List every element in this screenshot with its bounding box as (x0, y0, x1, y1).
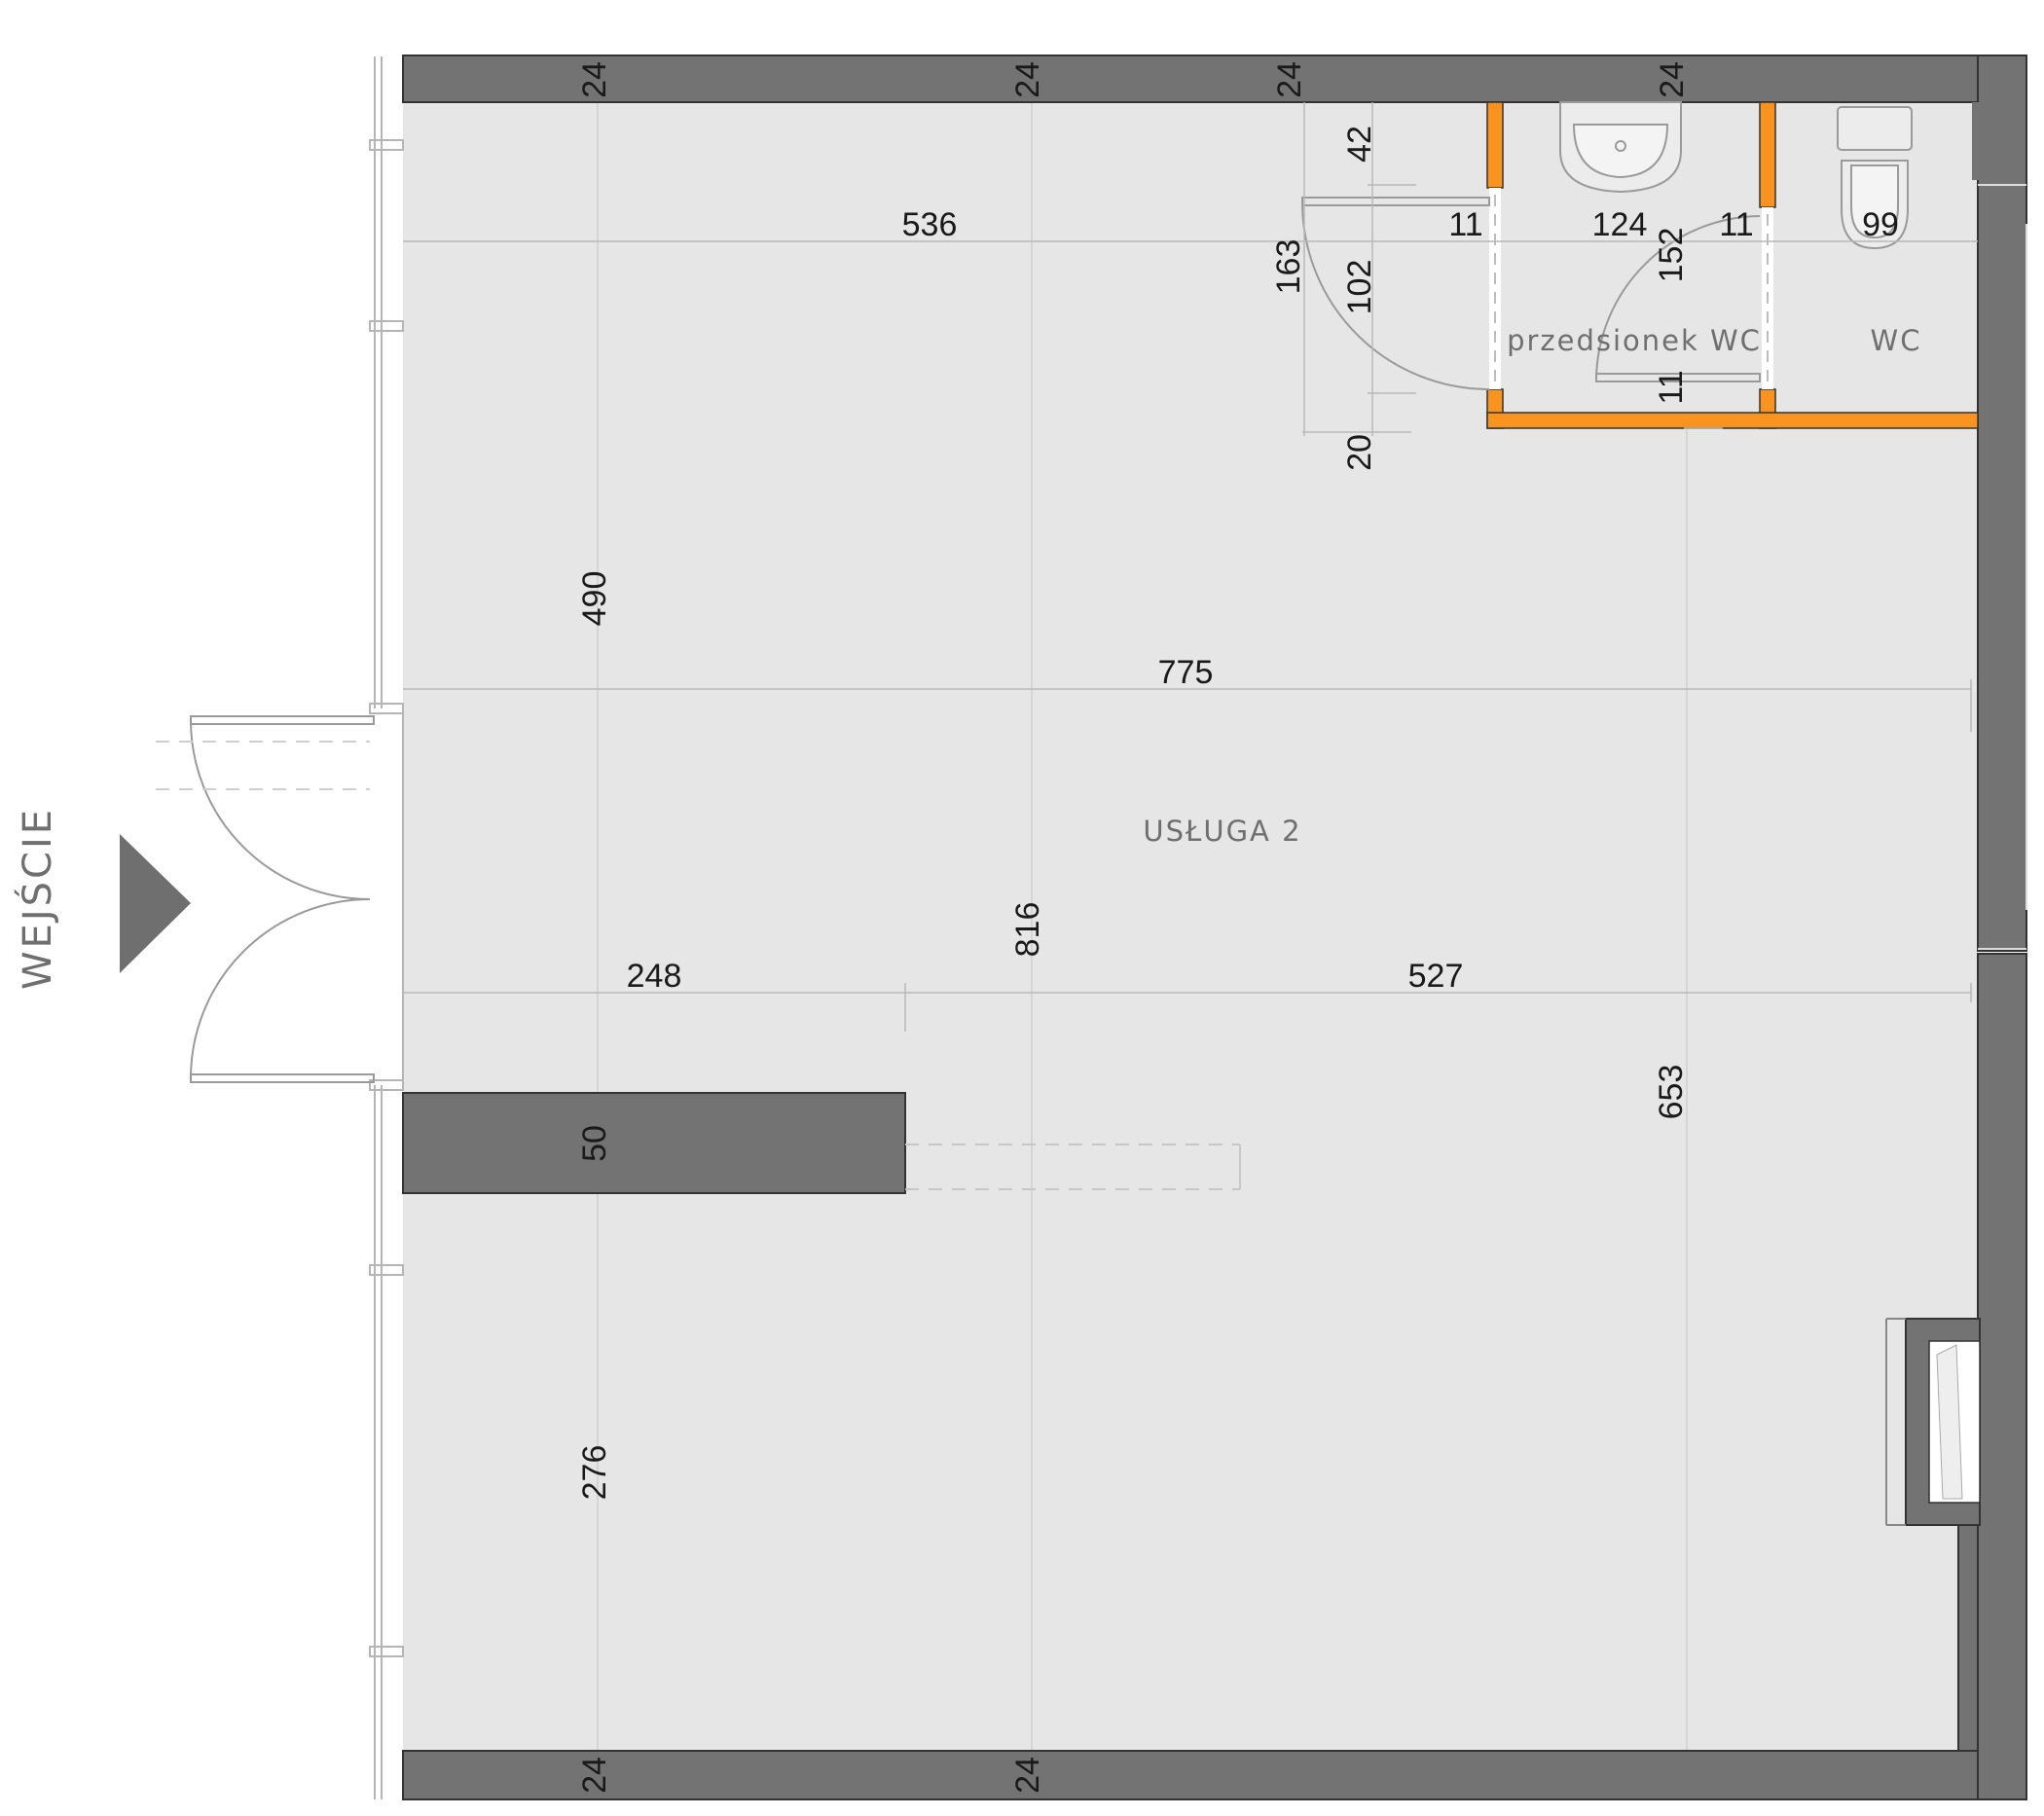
entrance-door-arc-bottom (190, 898, 371, 1079)
wc-door-openings (1489, 188, 1773, 389)
wc-doors (1301, 197, 1761, 390)
shaft-niche (1885, 1318, 1981, 1526)
dim-top-wall-2: 24 (1009, 61, 1046, 98)
partition-wall (402, 1092, 906, 1194)
dim-upper-span: 536 (902, 206, 958, 243)
dim-left-span: 248 (627, 958, 682, 995)
partition-bottom (1486, 412, 1979, 429)
dim-vestibule-depth: 152 (1653, 228, 1690, 283)
washbasin (1559, 101, 1682, 194)
bottom-wall (402, 1750, 1979, 1800)
wall-stub (1972, 102, 1980, 180)
dim-bottom-wall-1: 24 (576, 1757, 613, 1794)
right-wall-upper (1977, 54, 2027, 952)
room-label-main: USŁUGA 2 (1143, 815, 1301, 848)
dim-partition-thickness: 50 (576, 1125, 613, 1162)
counter-outline (905, 1144, 1240, 1190)
dim-wall-middle: 11 (1719, 206, 1753, 243)
right-wall-lower (1977, 953, 2027, 1800)
entrance-label: WEJŚCIE (14, 807, 60, 990)
dim-wc-width: 99 (1862, 206, 1899, 243)
vestibule-door-leaf (1301, 197, 1490, 206)
dimension-labels: 24 24 24 24 24 24 536 775 248 527 816 49… (576, 61, 1899, 1794)
dim-top-wall-1: 24 (576, 61, 613, 98)
grid-lines (597, 102, 1688, 1751)
entrance-door-arc-top (190, 719, 371, 900)
dim-vestibule-width: 124 (1592, 206, 1648, 243)
dim-top-wall-4: 24 (1654, 61, 1691, 98)
dim-door-opening: 163 (1270, 239, 1307, 295)
dim-wall-bottom: 11 (1653, 370, 1690, 404)
entrance-arrow-icon (120, 834, 191, 973)
room-label-vestibule: przedsionek WC (1507, 324, 1762, 357)
facade-window-line (369, 56, 404, 1799)
dim-door-leaf: 102 (1341, 260, 1378, 315)
right-wall-details (1978, 184, 2027, 950)
dim-top-wall-3: 24 (1271, 61, 1308, 98)
dim-overall-width: 775 (1158, 654, 1214, 691)
toilet (1837, 106, 1913, 250)
entrance-doors (156, 715, 375, 1083)
dim-wall-left: 11 (1448, 206, 1482, 243)
entrance-door-leaf-top (190, 715, 375, 725)
floor-area (403, 102, 1978, 1751)
dim-bottom-offset: 20 (1341, 434, 1378, 471)
partition-mid-upper (1759, 101, 1776, 208)
top-wall (402, 54, 1979, 103)
dim-right-span: 527 (1408, 958, 1464, 995)
entrance-door-leaf-bottom (190, 1073, 375, 1083)
room-label-wc: WC (1871, 324, 1922, 357)
right-wall-inner-strip (1957, 1498, 1979, 1752)
partition-left-upper (1486, 101, 1504, 189)
dim-left-upper-height: 490 (576, 571, 613, 627)
dim-left-lower-height: 276 (576, 1445, 613, 1501)
dimension-lines (403, 102, 1978, 1032)
dim-bottom-wall-2: 24 (1009, 1757, 1046, 1794)
wc-partitions (1486, 101, 1979, 429)
wc-door-arc (1595, 215, 1761, 381)
dim-overall-height: 816 (1009, 902, 1046, 958)
dim-right-height: 653 (1653, 1065, 1690, 1120)
dim-top-offset: 42 (1341, 126, 1378, 163)
vestibule-door-arc (1301, 203, 1490, 390)
exterior-walls (402, 54, 2027, 1800)
